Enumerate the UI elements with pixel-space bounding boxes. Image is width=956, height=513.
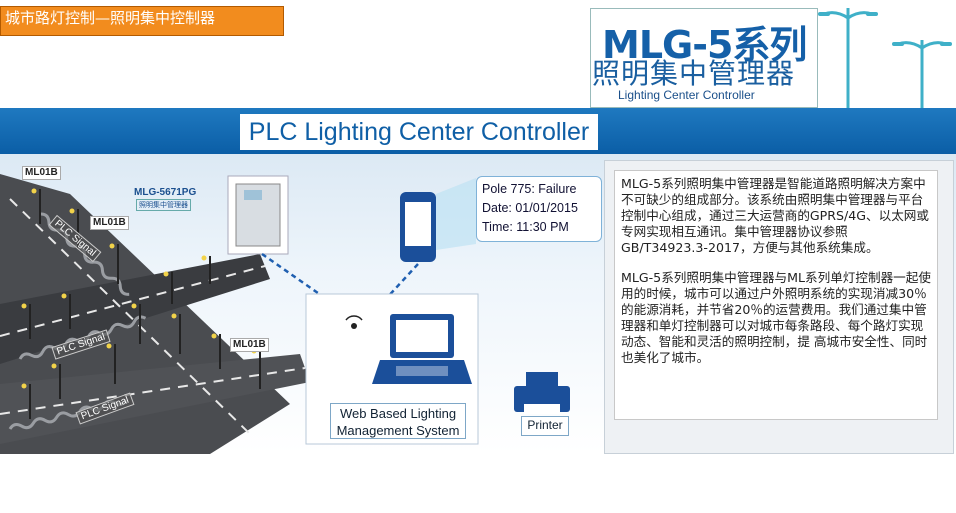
- banner-title: PLC Lighting Center Controller: [240, 114, 598, 150]
- description-text-box: MLG-5系列照明集中管理器是智能道路照明解决方案中不可缺少的组成部分。该系统由…: [614, 170, 938, 420]
- popup-line: Pole 775: Failure: [482, 182, 577, 196]
- product-sub-label: 照明集中管理器: [136, 199, 191, 211]
- wifi-icon: [345, 315, 363, 329]
- description-paragraph: MLG-5系列照明集中管理器是智能道路照明解决方案中不可缺少的组成部分。该系统由…: [621, 176, 929, 255]
- logo-sub-text: 照明集中管理器: [592, 57, 796, 90]
- street-lamp-icon: [818, 8, 952, 108]
- logo-frame: [590, 8, 818, 108]
- node-label-ml01b: ML01B: [90, 216, 129, 230]
- product-model-label: MLG-5671PG: [134, 187, 197, 198]
- description-paragraph: MLG-5系列照明集中管理器与ML系列单灯控制器一起使用的时候，城市可以通过户外…: [621, 270, 931, 365]
- popup-line: Time: 11:30 PM: [482, 220, 569, 234]
- page-title-tag: 城市路灯控制—照明集中控制器: [0, 6, 284, 36]
- node-label-ml01b: ML01B: [22, 166, 61, 180]
- popup-line: Date: 01/01/2015: [482, 201, 578, 215]
- node-label-ml01b: ML01B: [230, 338, 269, 352]
- logo-main-text: MLG-5系列: [602, 23, 807, 67]
- web-management-label: Web Based Lighting Management System: [330, 403, 466, 439]
- printer-label: Printer: [521, 416, 569, 436]
- web-label-line: Web Based Lighting: [339, 406, 457, 421]
- logo-english-text: Lighting Center Controller: [618, 88, 755, 102]
- printer-icon: [514, 372, 570, 414]
- failure-alert-popup: Pole 775: Failure Date: 01/01/2015 Time:…: [476, 176, 602, 242]
- web-label-line: Management System: [336, 423, 460, 438]
